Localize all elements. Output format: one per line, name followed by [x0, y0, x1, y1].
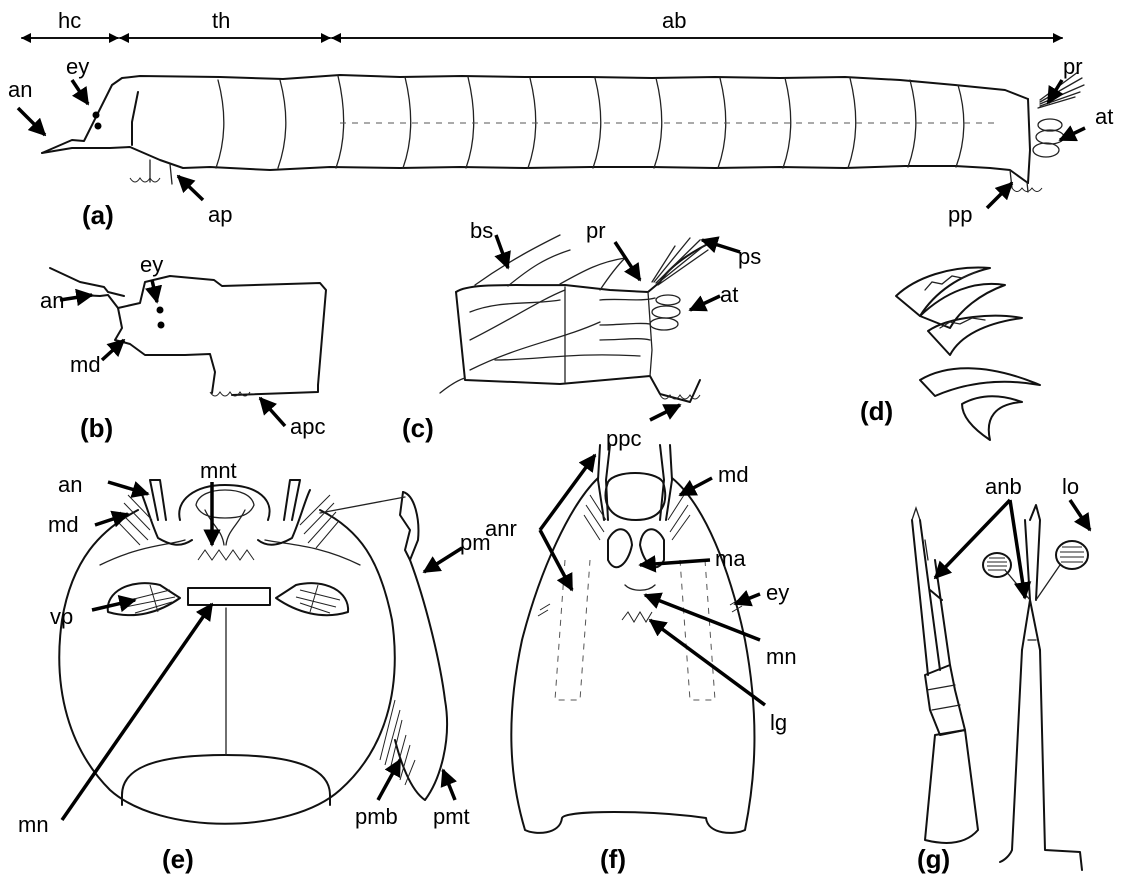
region-label-th: th	[212, 8, 230, 33]
label-f-mn: mn	[766, 644, 797, 669]
claw-shapes	[896, 268, 1040, 440]
panel-f-pointers	[540, 455, 765, 705]
panel-c-pointers	[496, 235, 740, 420]
label-c-bs: bs	[470, 218, 493, 243]
label-e-vp: vp	[50, 604, 73, 629]
premandible-pm	[320, 492, 447, 800]
panel-label-g: (g)	[917, 844, 950, 874]
label-c-ps: ps	[738, 244, 761, 269]
panel-label-b: (b)	[80, 413, 113, 443]
label-a-ey: ey	[66, 54, 89, 79]
label-f-lg: lg	[770, 710, 787, 735]
label-f-ma: ma	[715, 546, 746, 571]
antenna-right	[983, 505, 1088, 870]
antenna-left	[912, 508, 978, 843]
eye-spot	[93, 112, 100, 119]
label-e-an: an	[58, 472, 82, 497]
label-c-at: at	[720, 282, 738, 307]
panel-label-a: (a)	[82, 200, 114, 230]
panel-e-pointers	[62, 482, 462, 820]
panel-label-e: (e)	[162, 844, 194, 874]
label-g-anb: anb	[985, 474, 1022, 499]
label-e-pmb: pmb	[355, 804, 398, 829]
panel-a-pointers	[18, 80, 1085, 208]
label-f-md: md	[718, 462, 749, 487]
head-capsule-f	[511, 445, 754, 833]
larva-body-outline	[42, 75, 1042, 192]
label-g-lo: lo	[1062, 474, 1079, 499]
panel-label-c: (c)	[402, 413, 434, 443]
label-e-md: md	[48, 512, 79, 537]
panel-g-pointers	[935, 500, 1090, 598]
panel-label-f: (f)	[600, 844, 626, 874]
label-a-pr: pr	[1063, 54, 1083, 79]
label-a-ap: ap	[208, 202, 232, 227]
label-a-an: an	[8, 77, 32, 102]
region-label-hc: hc	[58, 8, 81, 33]
head-capsule-e	[59, 480, 394, 824]
label-f-ey: ey	[766, 580, 789, 605]
eye-spot	[95, 123, 102, 130]
label-c-pr: pr	[586, 218, 606, 243]
region-dimension-lines: hc th ab	[22, 8, 1062, 38]
label-b-ey: ey	[140, 252, 163, 277]
label-a-at: at	[1095, 104, 1113, 129]
label-c-ppc: ppc	[606, 426, 641, 451]
label-f-anr: anr	[485, 516, 517, 541]
label-e-mn: mn	[18, 812, 49, 837]
panel-label-d: (d)	[860, 396, 893, 426]
label-a-pp: pp	[948, 202, 972, 227]
terminal-segment-outline	[440, 235, 712, 402]
label-b-an: an	[40, 288, 64, 313]
label-b-md: md	[70, 352, 101, 377]
label-b-apc: apc	[290, 414, 325, 439]
region-label-ab: ab	[662, 8, 686, 33]
label-e-mnt: mnt	[200, 458, 237, 483]
label-e-pmt: pmt	[433, 804, 470, 829]
